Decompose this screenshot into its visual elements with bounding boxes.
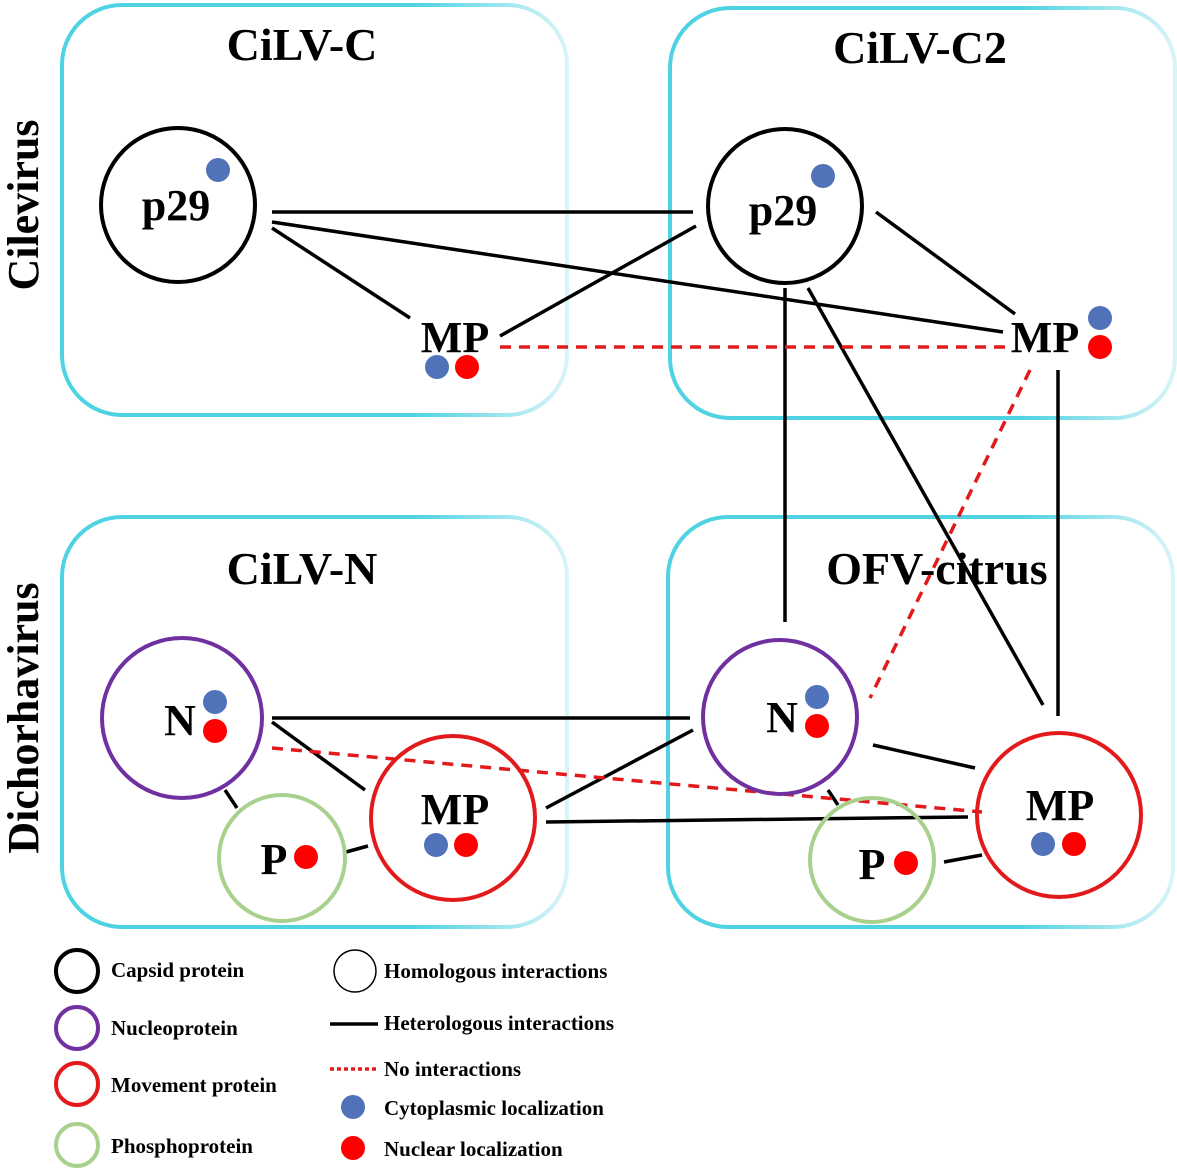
legend: Capsid protein Nucleoprotein Movement pr… [54,948,614,1168]
no-interaction-lines [271,345,1032,814]
line-c2-p29-o-mp [806,287,1045,706]
cytoplasmic-dot-icon [1031,832,1055,856]
nuclear-dot-icon [894,851,918,875]
line-n-mp-o-n [545,728,694,810]
localization-dots [203,158,1112,875]
node-circle-ofv-mp [975,731,1143,899]
line-o-n-o-mp [872,743,976,770]
line-c2-p29-c-mp [499,224,697,338]
nuclear-dot-icon [294,845,318,869]
node-circle-ofv-p [808,796,936,924]
group-title-cilv-c: CiLV-C [227,19,378,70]
nuclear-dot-icon [455,355,479,379]
line-n-n-n-p [223,789,239,809]
legend-capsid-circle-icon [54,948,100,994]
nuclear-dot-icon [203,719,227,743]
line-c-p29-c-mp [271,226,411,320]
blue-dot-icon [341,1095,365,1119]
group-box-cilv-c [60,3,569,417]
nuclear-dot-icon [454,833,478,857]
node-label-cilv-c2-mp: MP [1011,313,1079,362]
legend-label-heterologous: Heterologous interactions [384,1011,614,1035]
cytoplasmic-dot-icon [206,158,230,182]
nuclear-dot-icon [1088,335,1112,359]
cytoplasmic-dot-icon [805,685,829,709]
group-box-cilv-n [60,515,569,929]
line-c-p29-c2-mp [271,220,1004,334]
side-label-cilevirus: Cilevirus [0,119,48,290]
red-dot-icon [341,1136,365,1160]
line-c2-p29-c2-mp [874,210,1017,316]
legend-phospho-circle-icon [54,1122,100,1168]
node-circle-cilv-n-p [217,793,347,923]
legend-label-no-interactions: No interactions [384,1057,521,1081]
node-circle-ofv-n [701,638,859,796]
line-n-mp-o-mp [545,815,969,824]
node-label-cilv-c-p29: p29 [142,181,210,230]
cytoplasmic-dot-icon [425,355,449,379]
thin-circle-icon [333,949,377,993]
node-label-cilv-n-mp: MP [421,785,489,834]
cytoplasmic-dot-icon [811,164,835,188]
node-label-cilv-c-mp: MP [421,313,489,362]
node-circle-cilv-n-mp [369,734,537,902]
side-label-dichorhavirus: Dichorhavirus [0,582,48,853]
node-circle-cilv-c-p29 [99,126,257,284]
group-title-ofv-citrus: OFV-citrus [826,543,1047,594]
node-label-ofv-p: P [859,840,886,889]
group-box-ofv-citrus [666,515,1175,929]
group-title-cilv-c2: CiLV-C2 [833,22,1007,73]
group-title-cilv-n: CiLV-N [227,543,378,594]
legend-label-phospho: Phosphoprotein [111,1134,253,1158]
legend-label-cytoplasmic: Cytoplasmic localization [384,1096,604,1120]
node-label-ofv-mp: MP [1026,781,1094,830]
cytoplasmic-dot-icon [1088,306,1112,330]
line-o-p-o-mp [943,853,983,864]
legend-label-movement: Movement protein [111,1073,277,1097]
node-label-cilv-n-p: P [261,835,288,884]
line-o-n-o-p [826,789,840,806]
legend-label-capsid: Capsid protein [111,958,245,982]
legend-nucleoprotein-circle-icon [54,1005,100,1051]
node-circle-cilv-c2-p29 [706,127,864,285]
heterologous-lines [223,210,1060,864]
legend-label-nucleoprotein: Nucleoprotein [111,1016,238,1040]
node-circle-cilv-n-n [100,636,264,800]
legend-label-nuclear: Nuclear localization [384,1137,563,1161]
legend-label-homologous: Homologous interactions [384,959,607,983]
dashed-n-n-o-mp [271,746,983,814]
cytoplasmic-dot-icon [424,833,448,857]
line-n-p-n-mp [345,844,369,854]
dashed-c2-mp-o-n [868,369,1032,699]
node-label-cilv-c2-p29: p29 [749,186,817,235]
line-n-n-n-mp [270,720,367,792]
nuclear-dot-icon [805,714,829,738]
cytoplasmic-dot-icon [203,690,227,714]
node-label-cilv-n-n: N [164,696,196,745]
legend-movement-circle-icon [54,1061,100,1107]
node-label-ofv-n: N [766,693,798,742]
nuclear-dot-icon [1062,832,1086,856]
